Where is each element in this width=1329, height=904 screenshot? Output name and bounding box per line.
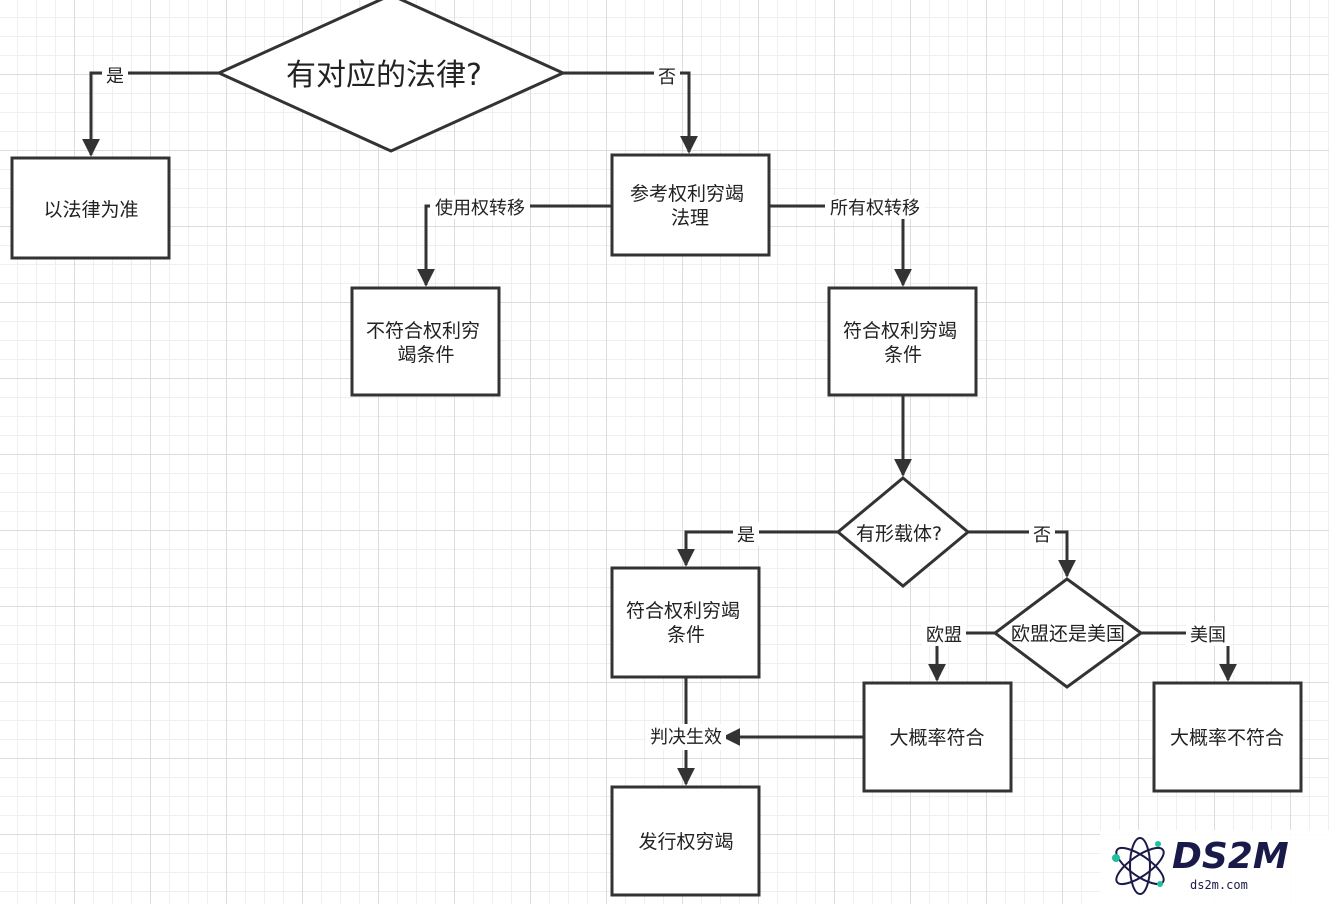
edge-label-yes-1: 是 — [106, 66, 124, 87]
label-meet-2: 符合权利穷竭 条件 — [626, 600, 746, 646]
label-eu-or-us: 欧盟还是美国 — [1011, 623, 1125, 645]
label-follow-law: 以法律为准 — [43, 199, 138, 221]
process-distribution-exhausted — [610, 785, 761, 897]
edge-label-yes-2: 是 — [737, 525, 755, 546]
watermark-main: DS2M — [1172, 836, 1289, 877]
atom-orbit-icon — [1112, 837, 1165, 895]
process-follow-law — [10, 156, 171, 260]
decision-has-carrier — [835, 476, 971, 588]
edge-label-judgment-effective: 判决生效 — [650, 727, 722, 748]
edge-label-eu: 欧盟 — [926, 625, 962, 646]
edge-no-to-eu-or-us — [968, 530, 1076, 578]
watermark-sub: ds2m.com — [1190, 878, 1248, 892]
label-meet-1: 符合权利穷竭 条件 — [843, 320, 963, 366]
label-likely-meet: 大概率符合 — [889, 727, 984, 749]
edge-label-use-right-transfer: 使用权转移 — [435, 198, 525, 219]
edge-label-no-1: 否 — [658, 67, 676, 88]
decision-has-law — [215, 0, 567, 153]
edge-label-us: 美国 — [1190, 625, 1226, 646]
process-meet-1 — [827, 286, 978, 397]
watermark: DS2M ds2m.com — [1100, 830, 1329, 904]
process-likely-not-meet — [1152, 681, 1303, 793]
process-not-meet — [350, 286, 501, 397]
process-meet-2 — [610, 566, 761, 679]
edge-label-no-2: 否 — [1033, 525, 1051, 546]
label-refer-exhaustion: 参考权利穷竭 法理 — [630, 183, 750, 229]
label-not-meet: 不符合权利穷 竭条件 — [366, 320, 486, 366]
edge-no-to-refer-exhaustion — [563, 71, 698, 154]
edge-yes-to-meet-2 — [677, 530, 838, 567]
edge-yes-to-follow-law — [82, 71, 219, 157]
label-has-carrier: 有形载体? — [856, 523, 942, 545]
label-distribution-exhausted: 发行权穷竭 — [638, 831, 733, 853]
process-refer-exhaustion — [610, 153, 771, 257]
decision-eu-or-us — [992, 577, 1144, 689]
edge-label-ownership-transfer: 所有权转移 — [830, 198, 920, 219]
label-likely-not-meet: 大概率不符合 — [1170, 727, 1284, 749]
edge-use-right-to-not-meet — [417, 204, 612, 287]
process-likely-meet — [862, 681, 1013, 793]
label-has-law: 有对应的法律? — [286, 58, 482, 93]
